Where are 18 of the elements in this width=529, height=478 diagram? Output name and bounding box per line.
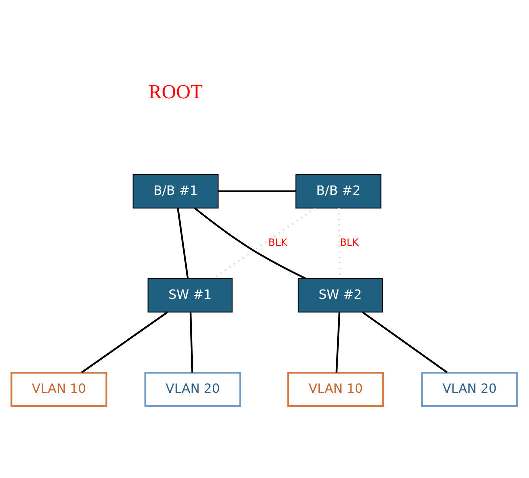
node-box: B/B #2 xyxy=(296,174,382,208)
connector xyxy=(336,312,341,372)
node-box: VLAN 10 xyxy=(10,372,108,407)
connector xyxy=(194,207,306,279)
node-box: VLAN 10 xyxy=(288,372,384,407)
connector xyxy=(362,311,448,374)
node-box: B/B #1 xyxy=(132,174,219,208)
node-box: VLAN 20 xyxy=(421,372,518,407)
edge-label: BLK xyxy=(340,238,359,249)
node-box: VLAN 20 xyxy=(144,372,242,407)
edge-label: BLK xyxy=(268,238,288,249)
node-label: ROOT xyxy=(148,80,203,103)
connector xyxy=(218,190,296,192)
node-box: SW #1 xyxy=(148,278,233,312)
connector xyxy=(177,208,189,278)
connector xyxy=(190,312,194,372)
connector xyxy=(81,311,168,374)
node-box: SW #2 xyxy=(298,278,383,312)
